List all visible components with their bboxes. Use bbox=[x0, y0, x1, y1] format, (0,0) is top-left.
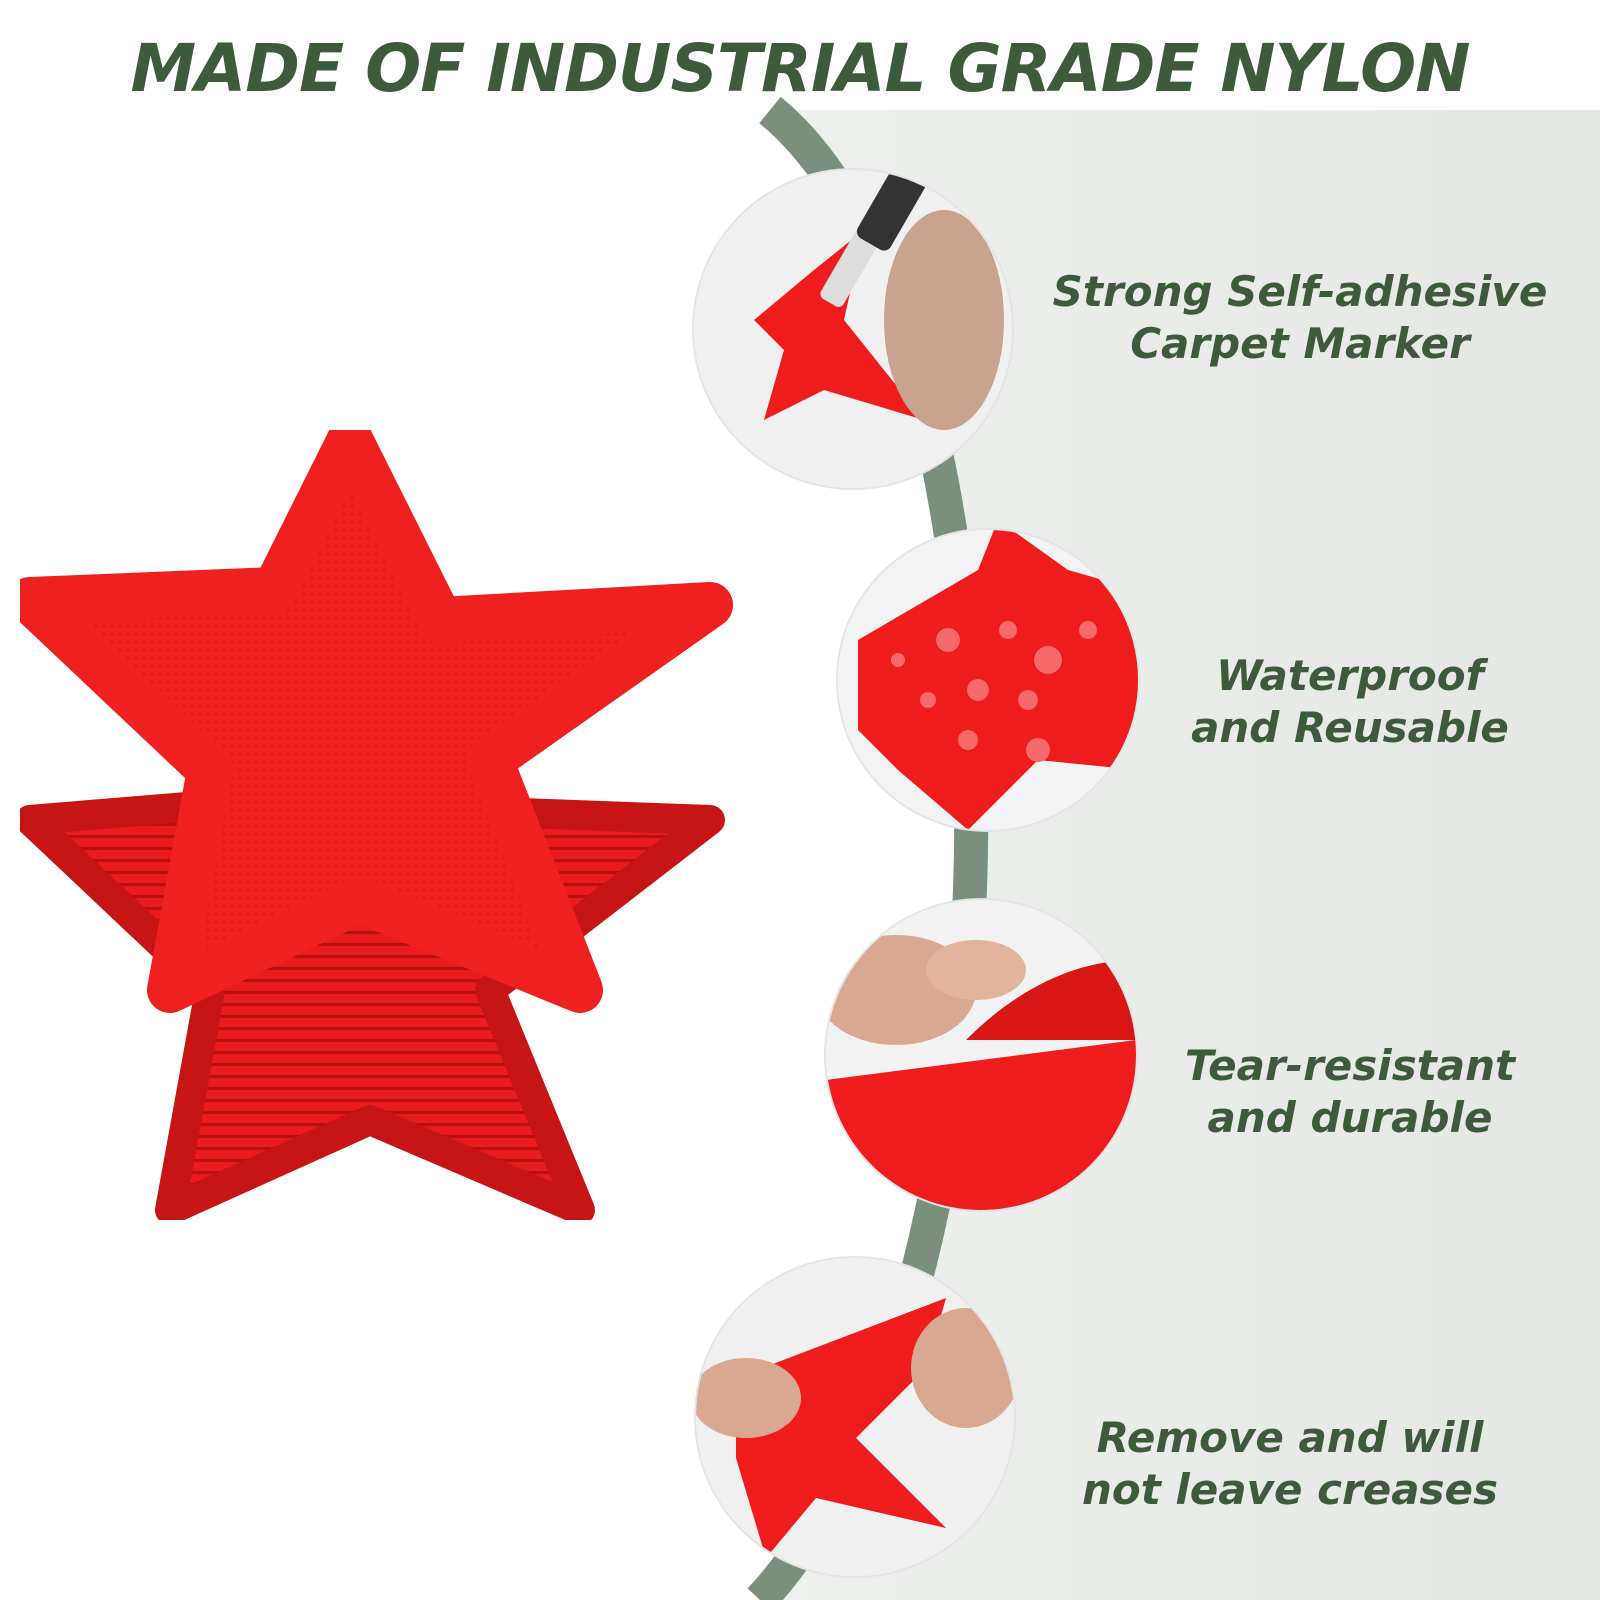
feature-text-waterproof: Waterproof and Reusable bbox=[1191, 651, 1509, 752]
marker-pen-icon bbox=[694, 170, 1012, 488]
feature-text-tear-resistant: Tear-resistant and durable bbox=[1184, 1041, 1516, 1142]
feature-photo-tear-resistant bbox=[826, 900, 1136, 1210]
feature-photo-waterproof bbox=[838, 530, 1138, 830]
water-drops-icon bbox=[838, 530, 1138, 830]
headline: MADE OF INDUSTRIAL GRADE NYLON bbox=[130, 30, 1471, 107]
feature-photo-removable bbox=[696, 1258, 1014, 1576]
feature-text-marker: Strong Self-adhesive Carpet Marker bbox=[1052, 267, 1548, 368]
peel-edge-icon bbox=[826, 900, 1136, 1210]
feature-text-removable: Remove and will not leave creases bbox=[1081, 1413, 1499, 1514]
feature-photo-marker bbox=[694, 170, 1012, 488]
remove-star-icon bbox=[696, 1258, 1014, 1576]
red-star-stack-image bbox=[20, 430, 733, 1220]
